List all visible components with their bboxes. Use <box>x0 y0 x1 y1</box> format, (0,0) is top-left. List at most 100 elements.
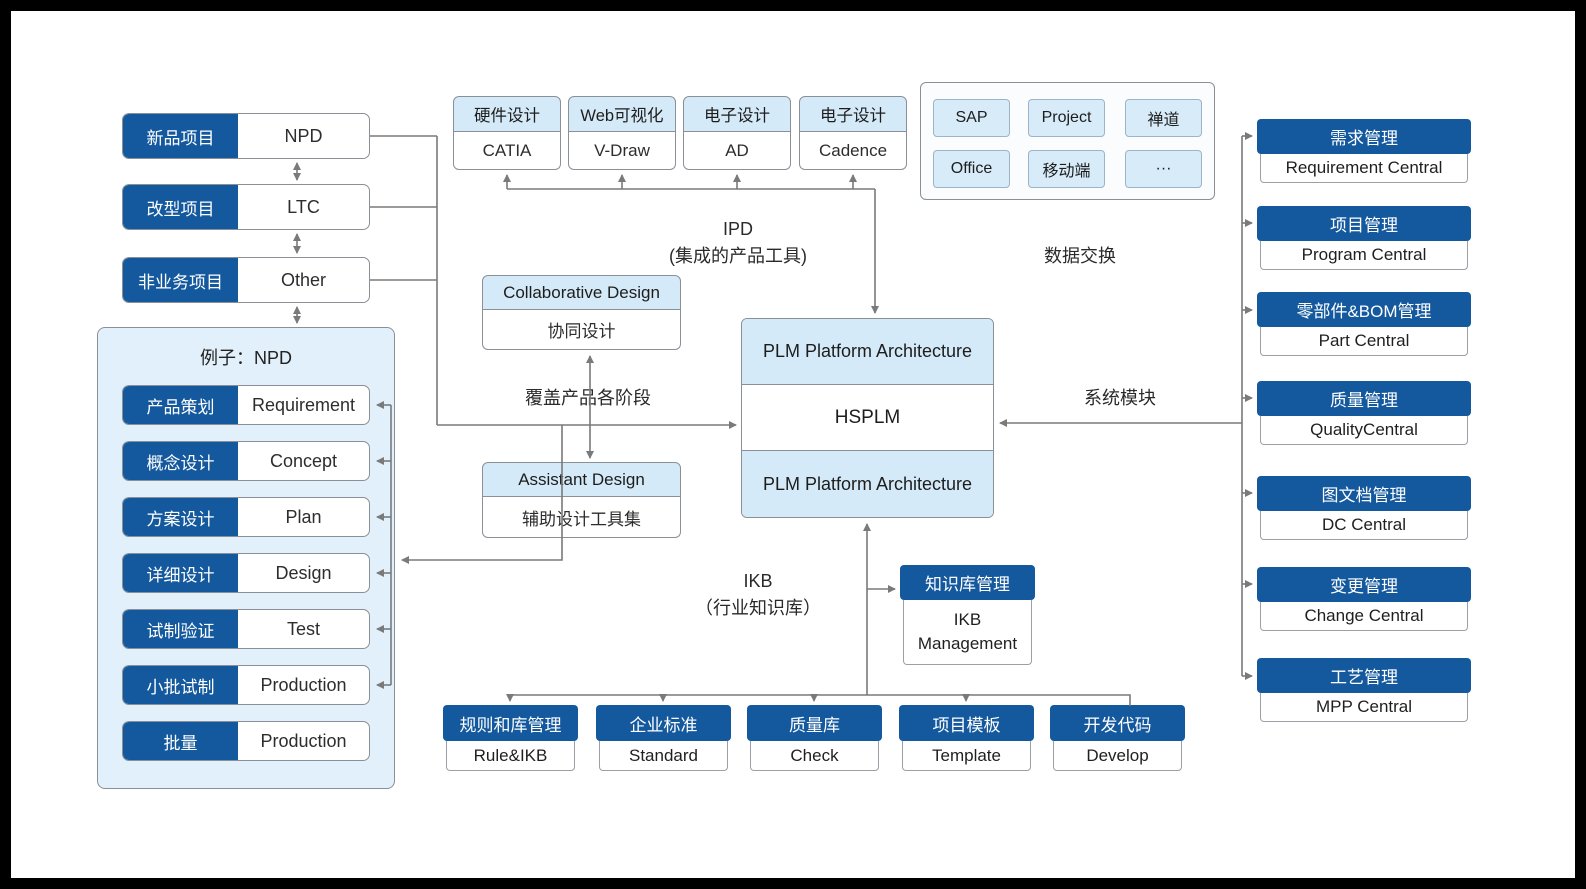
project-type-ltc-zh: 改型项目 <box>123 185 238 229</box>
module-dc: 图文档管理 DC Central <box>1257 476 1471 540</box>
kb-template-en: Template <box>902 741 1031 771</box>
kb-standard: 企业标准 Standard <box>596 705 731 771</box>
collaborative-design-zh: 协同设计 <box>482 310 681 350</box>
stage-test-en: Test <box>286 618 320 639</box>
module-quality-en: QualityCentral <box>1260 416 1468 445</box>
kb-rule: 规则和库管理 Rule&IKB <box>443 705 578 771</box>
knowledge-mgmt-zh: 知识库管理 <box>900 565 1035 600</box>
kb-template-zh: 项目模板 <box>899 705 1034 741</box>
stage-mass-production: 批量 Production <box>122 721 370 761</box>
tool-catia-name: CATIA <box>453 132 561 170</box>
tool-vdraw: Web可视化 V-Draw <box>568 96 676 170</box>
module-requirement-en: Requirement Central <box>1260 154 1468 183</box>
module-mpp-zh: 工艺管理 <box>1257 658 1471 693</box>
kb-develop-en: Develop <box>1053 741 1182 771</box>
stage-mass-production-zh: 批量 <box>123 722 238 760</box>
module-mpp: 工艺管理 MPP Central <box>1257 658 1471 722</box>
project-type-npd-zh: 新品项目 <box>123 114 238 158</box>
coverage-label: 覆盖产品各阶段 <box>525 388 651 408</box>
tool-cadence-name: Cadence <box>799 132 907 170</box>
tool-catia: 硬件设计 CATIA <box>453 96 561 170</box>
stage-plan: 方案设计 Plan <box>122 497 370 537</box>
stage-requirement-zh: 产品策划 <box>123 386 238 424</box>
stage-concept-en: Concept <box>269 450 338 471</box>
module-part-zh: 零部件&BOM管理 <box>1257 292 1471 327</box>
project-type-npd-en: NPD <box>284 125 323 146</box>
npd-example-title: 例子：NPD <box>199 348 292 368</box>
knowledge-mgmt-box: 知识库管理 IKB Management <box>900 565 1035 665</box>
project-type-other-en: Other <box>280 269 327 290</box>
stage-requirement-en: Requirement <box>251 394 356 415</box>
stage-pilot-production: 小批试制 Production <box>122 665 370 705</box>
ikb-label: IKB （行业知识库） <box>658 568 858 622</box>
kb-rule-en: Rule&IKB <box>446 741 575 771</box>
stage-concept-zh: 概念设计 <box>123 442 238 480</box>
module-program-zh: 项目管理 <box>1257 206 1471 241</box>
system-modules-label: 系统模块 <box>1084 388 1156 408</box>
module-mpp-en: MPP Central <box>1260 693 1468 722</box>
external-system-zentao: 禅道 <box>1125 99 1202 137</box>
stage-pilot-production-en: Production <box>260 674 347 695</box>
tool-ad-name: AD <box>683 132 791 170</box>
stage-plan-en: Plan <box>285 506 322 527</box>
module-program: 项目管理 Program Central <box>1257 206 1471 270</box>
assistant-design-box: Assistant Design 辅助设计工具集 <box>482 462 681 538</box>
ipd-label: IPD (集成的产品工具) <box>608 216 868 270</box>
module-change: 变更管理 Change Central <box>1257 567 1471 631</box>
collaborative-design-box: Collaborative Design 协同设计 <box>482 275 681 350</box>
ikb-title: IKB <box>743 571 773 591</box>
module-program-en: Program Central <box>1260 241 1468 270</box>
collaborative-design-en: Collaborative Design <box>482 275 681 310</box>
external-system-more: ··· <box>1125 150 1202 188</box>
plm-core-top: PLM Platform Architecture <box>742 319 993 385</box>
project-type-ltc-en: LTC <box>287 196 320 217</box>
stage-design-zh: 详细设计 <box>123 554 238 592</box>
project-type-other: 非业务项目 Other <box>122 257 370 303</box>
stage-requirement: 产品策划 Requirement <box>122 385 370 425</box>
kb-standard-en: Standard <box>599 741 728 771</box>
external-system-mobile: 移动端 <box>1028 150 1105 188</box>
assistant-design-en: Assistant Design <box>482 462 681 497</box>
external-system-sap: SAP <box>933 99 1010 137</box>
tool-cadence-category: 电子设计 <box>799 96 907 132</box>
stage-pilot-production-zh: 小批试制 <box>123 666 238 704</box>
kb-rule-zh: 规则和库管理 <box>443 705 578 741</box>
tool-ad: 电子设计 AD <box>683 96 791 170</box>
project-type-ltc: 改型项目 LTC <box>122 184 370 230</box>
external-systems-panel: SAP Project 禅道 Office 移动端 ··· <box>920 82 1215 200</box>
external-system-office: Office <box>933 150 1010 188</box>
module-dc-en: DC Central <box>1260 511 1468 540</box>
knowledge-mgmt-en: IKB Management <box>903 600 1032 665</box>
module-quality: 质量管理 QualityCentral <box>1257 381 1471 445</box>
stage-plan-zh: 方案设计 <box>123 498 238 536</box>
module-change-zh: 变更管理 <box>1257 567 1471 602</box>
kb-check: 质量库 Check <box>747 705 882 771</box>
assistant-design-zh: 辅助设计工具集 <box>482 497 681 538</box>
stage-test-zh: 试制验证 <box>123 610 238 648</box>
stage-concept: 概念设计 Concept <box>122 441 370 481</box>
tool-cadence: 电子设计 Cadence <box>799 96 907 170</box>
data-exchange-label: 数据交换 <box>1044 246 1116 266</box>
ipd-title: IPD <box>722 219 753 239</box>
module-change-en: Change Central <box>1260 602 1468 631</box>
tool-catia-category: 硬件设计 <box>453 96 561 132</box>
kb-develop-zh: 开发代码 <box>1050 705 1185 741</box>
project-type-other-zh: 非业务项目 <box>123 258 238 302</box>
module-quality-zh: 质量管理 <box>1257 381 1471 416</box>
ipd-subtitle: (集成的产品工具) <box>669 246 807 266</box>
module-requirement: 需求管理 Requirement Central <box>1257 119 1471 183</box>
kb-check-en: Check <box>750 741 879 771</box>
kb-check-zh: 质量库 <box>747 705 882 741</box>
tool-vdraw-category: Web可视化 <box>568 96 676 132</box>
module-part: 零部件&BOM管理 Part Central <box>1257 292 1471 356</box>
stage-mass-production-en: Production <box>260 730 347 751</box>
plm-core-bottom: PLM Platform Architecture <box>742 451 993 517</box>
kb-develop: 开发代码 Develop <box>1050 705 1185 771</box>
kb-standard-zh: 企业标准 <box>596 705 731 741</box>
kb-template: 项目模板 Template <box>899 705 1034 771</box>
stage-design-en: Design <box>275 562 332 583</box>
tool-ad-category: 电子设计 <box>683 96 791 132</box>
plm-core-box: PLM Platform Architecture HSPLM PLM Plat… <box>741 318 994 518</box>
external-system-project: Project <box>1028 99 1105 137</box>
